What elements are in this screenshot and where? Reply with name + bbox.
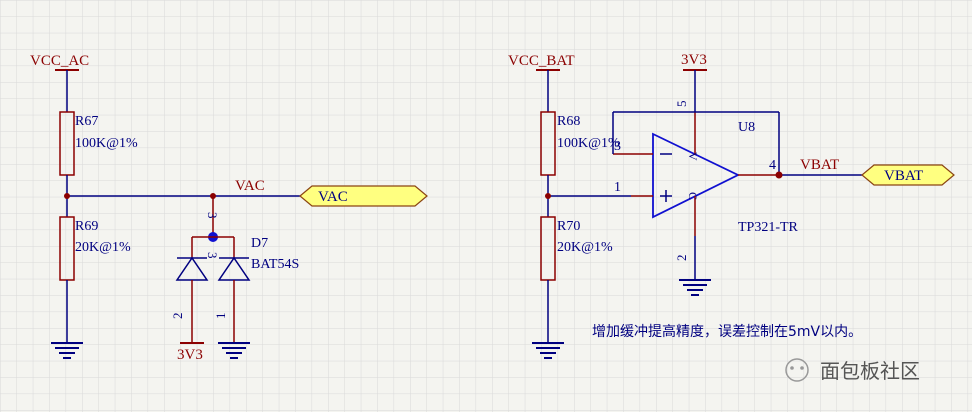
u8-pin2-number: 2: [674, 255, 689, 262]
u8-value: TP321-TR: [738, 220, 799, 235]
3v3-power-port-top: 3V3: [681, 52, 707, 112]
r69-designator: R69: [75, 219, 98, 234]
u8-pin3-number: 3: [614, 139, 621, 154]
d7-pin1-number: 1: [213, 313, 228, 320]
junction-dot: [64, 193, 70, 199]
vbat-port-label: VBAT: [884, 168, 923, 184]
d7-pin3-number: 3: [205, 212, 220, 219]
wechat-icon: [785, 358, 809, 382]
watermark: 面包板社区: [785, 358, 920, 383]
d7-value: BAT54S: [251, 257, 299, 272]
opamp-u8[interactable]: 5 3 1 4 2 U8 TP321-TR V C: [613, 101, 799, 262]
u8-pin4-number: 4: [769, 158, 776, 173]
r70-value: 20K@1%: [557, 240, 613, 255]
ground-symbol-u8: [679, 236, 711, 296]
3v3-left-label: 3V3: [177, 347, 203, 363]
r69-value: 20K@1%: [75, 240, 131, 255]
vac-net-label: VAC: [235, 178, 265, 194]
vbat-net-label: VBAT: [800, 157, 839, 173]
r68-designator: R68: [557, 114, 580, 129]
u8-vplus-mark: V: [686, 152, 700, 161]
u8-pin1-number: 1: [614, 180, 621, 195]
feedback-wire: [612, 111, 780, 175]
watermark-text: 面包板社区: [820, 359, 920, 383]
vcc-ac-label: VCC_AC: [30, 53, 89, 69]
vac-port-label: VAC: [318, 189, 348, 205]
ground-symbol-r70: [532, 280, 564, 359]
r68-value: 100K@1%: [557, 136, 620, 151]
vbat-port[interactable]: VBAT: [861, 164, 955, 186]
design-note: 增加缓冲提高精度，误差控制在5mV以内。: [592, 323, 862, 340]
vac-port[interactable]: VAC: [299, 185, 428, 207]
vcc-ac-power-port: VCC_AC: [30, 53, 89, 112]
resistor-r69[interactable]: R69 20K@1%: [59, 216, 131, 281]
r67-designator: R67: [75, 114, 98, 129]
junction-dot: [545, 193, 551, 199]
3v3-power-port-left: 3V3: [177, 342, 204, 363]
r67-value: 100K@1%: [75, 136, 138, 151]
resistor-r68[interactable]: R68 100K@1%: [540, 111, 620, 176]
vcc-bat-power-port: VCC_BAT: [508, 53, 575, 112]
resistor-r67[interactable]: R67 100K@1%: [59, 111, 138, 176]
d7-pin3-inner-number: 3: [205, 252, 220, 259]
diode-d7[interactable]: 3 3 2 1 D7 BAT54S: [170, 196, 299, 343]
u8-designator: U8: [738, 120, 755, 135]
vcc-bat-label: VCC_BAT: [508, 53, 575, 69]
r70-designator: R70: [557, 219, 580, 234]
d7-designator: D7: [251, 236, 268, 251]
ground-symbol-left: [51, 280, 83, 359]
3v3-top-label: 3V3: [681, 52, 707, 68]
u8-vminus-mark: C: [686, 192, 700, 200]
junction-dot: [775, 171, 783, 179]
ground-symbol-d7: [218, 342, 250, 359]
u8-pin5-number: 5: [674, 101, 689, 108]
d7-pin2-number: 2: [170, 313, 185, 320]
